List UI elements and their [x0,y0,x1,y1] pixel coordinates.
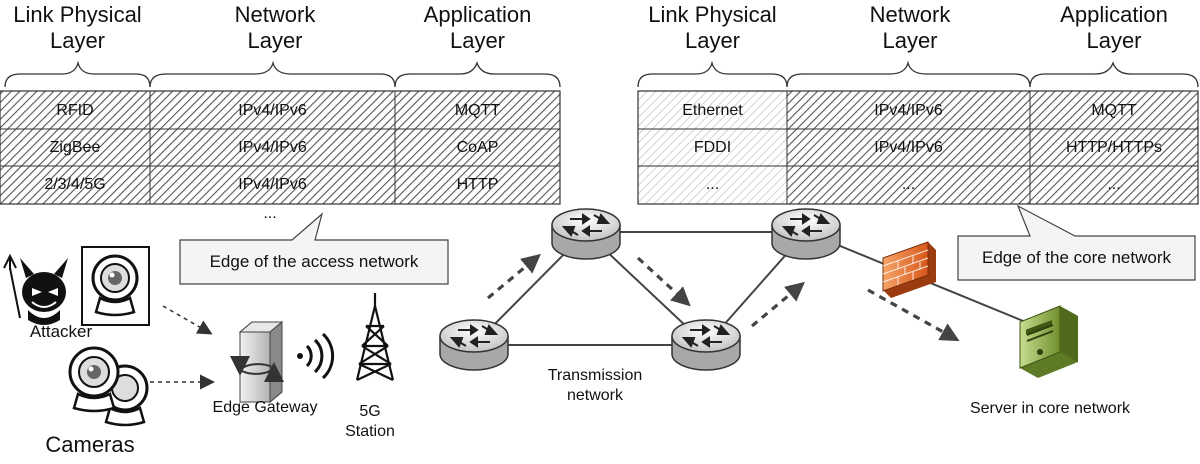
router-icon [771,208,841,260]
table-cell: CoAP [456,138,499,156]
right-header-link-physical: Link Physical Layer [630,2,795,54]
table-cell: IPv4/IPv6 [238,101,307,119]
5g-tower-icon [355,293,395,381]
attacker-devil-icon [3,253,68,325]
left-protocol-table [0,90,561,205]
header-line: Layer [1086,28,1142,53]
header-line: Layer [247,28,303,53]
left-braces [4,60,561,88]
access-callout-shape [179,212,449,285]
header-line: Layer [49,28,106,53]
table-cell: IPv4/IPv6 [874,138,943,156]
traffic-arrows [486,253,960,342]
label-line: network [566,387,624,404]
header-line: Layer [882,28,938,53]
header-line: Link Physical [648,2,777,27]
table-cell: 2/3/4/5G [44,176,106,193]
label-line: Station [345,423,395,440]
header-line: Network [869,2,951,27]
table-cell: IPv4/IPv6 [238,138,307,156]
left-header-link-physical: Link Physical Layer [0,2,155,54]
right-braces [637,60,1199,88]
left-header-network: Network Layer [180,2,370,54]
router-icon [671,319,741,371]
wireless-signal-icon [297,332,335,380]
header-line: Layer [684,28,741,53]
header-line: Layer [449,28,506,53]
cameras-label: Cameras [45,432,135,457]
table-cell: ... [1107,176,1121,193]
transmission-network-label: Transmission network [515,366,675,406]
table-cell: RFID [56,101,94,119]
5g-station-label: 5G Station [330,402,410,442]
label-line: Transmission [547,367,643,384]
table-cell: HTTP [456,176,499,193]
access-network-callout: Edge of the access network [209,252,419,271]
left-header-application: Application Layer [395,2,560,54]
header-line: Network [234,2,316,27]
label-line: 5G [359,403,381,420]
router-icon [551,208,621,260]
router-icon [439,319,509,371]
table-cell: FDDI [693,138,732,156]
edge-gateway-icon [230,320,284,404]
core-network-callout: Edge of the core network [981,248,1171,267]
table-cell: ... [705,176,720,193]
server-icon [1019,305,1078,378]
header-line: Application [423,2,532,27]
device-arrows [150,305,215,390]
cameras-icon [68,346,149,427]
webcam-icon [81,246,150,326]
attacker-label: Attacker [29,322,93,341]
right-header-network: Network Layer [815,2,1005,54]
server-label: Server in core network [969,400,1131,417]
table-cell: Ethernet [682,101,743,119]
core-callout-shape [957,204,1196,281]
more-ellipsis: ... [263,205,277,222]
firewall-icon [882,241,936,298]
table-cell: IPv4/IPv6 [874,101,943,119]
right-header-application: Application Layer [1030,2,1198,54]
table-cell: HTTP/HTTPs [1066,138,1162,156]
right-protocol-table [637,90,1199,205]
edge-gateway-label: Edge Gateway [212,399,318,416]
header-line: Application [1060,2,1168,27]
table-cell: ZigBee [49,138,101,156]
table-cell: MQTT [1091,101,1137,119]
header-line: Link Physical [13,2,142,27]
table-cell: IPv4/IPv6 [238,176,307,193]
table-cell: ... [901,176,916,193]
table-cell: MQTT [454,101,501,119]
